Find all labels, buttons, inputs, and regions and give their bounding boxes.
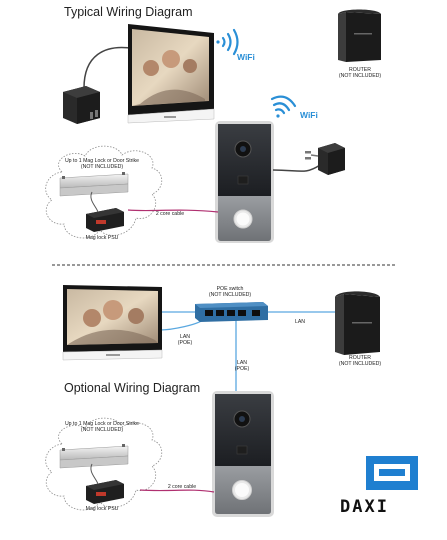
lock-label-top: Up to 1 Mag Lock or Door Strike (NOT INC…: [64, 158, 140, 171]
power-adapter-doorbell: [272, 143, 345, 175]
cable-label-top: 2 core cable: [155, 211, 185, 217]
wifi-label-monitor: WiFi: [237, 52, 255, 62]
daxi-logo-text: DAXI: [340, 497, 389, 517]
poe-switch: [195, 302, 268, 322]
router-bottom: [335, 291, 380, 355]
lan-label: LAN: [294, 319, 306, 325]
door-station-bottom: [212, 391, 274, 517]
router-label-top: ROUTER (NOT INCLUDED): [338, 67, 382, 80]
wifi-icon-monitor: [216, 28, 239, 56]
poe-switch-label: POE switch (NOT INCLUDED): [208, 286, 252, 299]
psu-label-top: Mag lock PSU: [85, 235, 119, 241]
title-typical: Typical Wiring Diagram: [64, 5, 193, 19]
lan-cables: [159, 311, 336, 397]
title-optional: Optional Wiring Diagram: [64, 381, 201, 395]
router-label-bottom: ROUTER (NOT INCLUDED): [338, 355, 382, 368]
power-adapter-monitor: [63, 86, 100, 124]
indoor-monitor-top: [127, 24, 215, 124]
mag-lock-bottom: [59, 444, 129, 469]
mag-lock-psu-top: [86, 191, 124, 232]
lock-label-bottom: Up to 1 Mag Lock or Door Strike (NOT INC…: [64, 421, 140, 434]
wifi-label-doorbell: WiFi: [300, 110, 318, 120]
lan-poe-label-doorbell: LAN (POE): [234, 360, 250, 373]
indoor-monitor-bottom: [62, 285, 163, 361]
monitor-power-cable: [83, 46, 131, 89]
mag-lock-psu-bottom: [86, 463, 124, 504]
two-core-cable-top: [127, 209, 219, 213]
lan-poe-label-monitor: LAN (POE): [177, 334, 193, 347]
router-top: [338, 9, 381, 62]
door-station-top: [215, 121, 274, 243]
two-core-cable-bottom: [139, 489, 215, 493]
wifi-icon-doorbell: [270, 95, 297, 118]
psu-label-bottom: Mag lock PSU: [85, 506, 119, 512]
mag-lock-top: [59, 172, 129, 197]
daxi-logo-mark: [366, 456, 418, 490]
cable-label-bottom: 2 core cable: [167, 484, 197, 490]
